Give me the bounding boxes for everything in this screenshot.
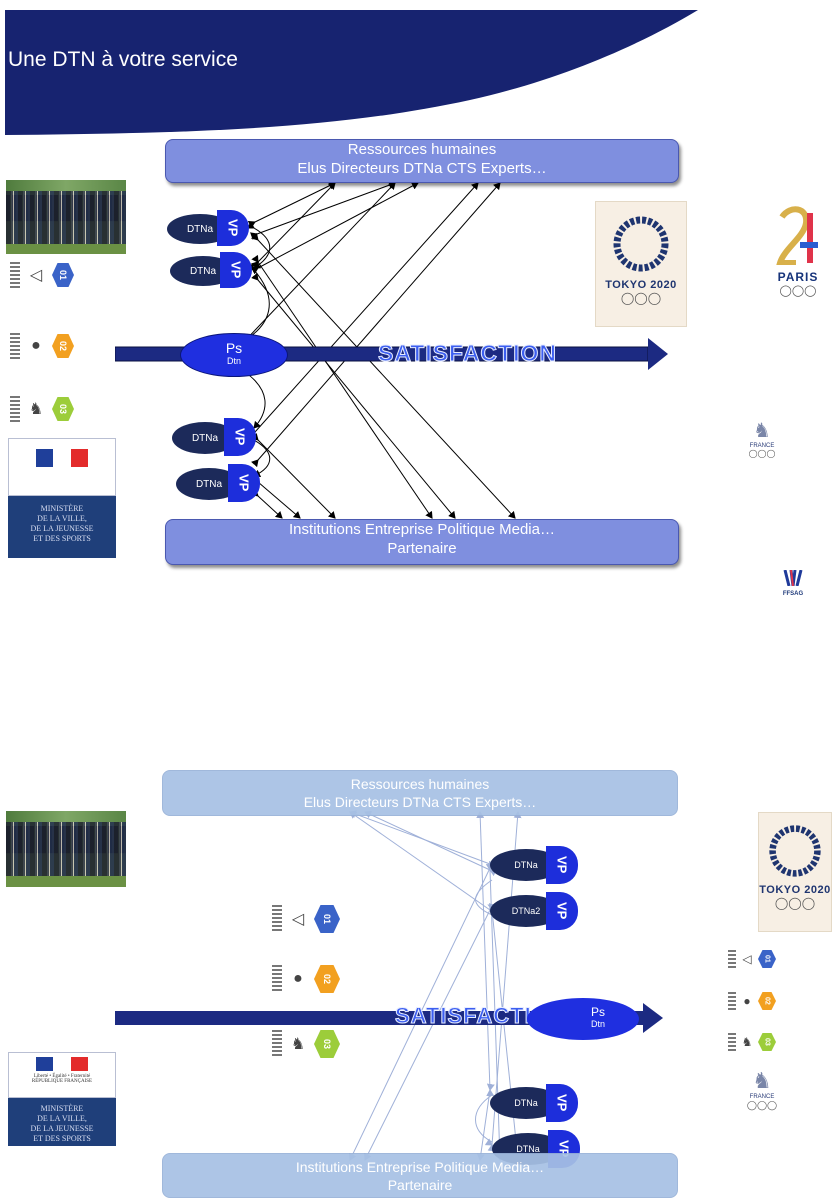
partners-box: Institutions Entreprise Politique Media…… [165, 519, 679, 565]
ministry-line-4-2: ET DES SPORTS [33, 1134, 91, 1143]
partners-box-2: Institutions Entreprise Politique Media…… [162, 1153, 678, 1198]
tokyo-emblem-icon [613, 216, 669, 272]
step-02-badge-3: 02 [758, 992, 776, 1010]
vp-badge: VP [224, 418, 256, 456]
tokyo-2020-logo: TOKYO 2020 ◯◯◯ [595, 201, 687, 327]
dtna-node[interactable]: DTNa VP [172, 418, 262, 456]
step-03-icon: ♞ 03 [10, 396, 74, 422]
paris-2024-emblem-icon [776, 206, 818, 266]
olympic-rings-icon-2: ◯◯◯ [774, 896, 816, 910]
ministry-line-1-2: MINISTÈRE [40, 1104, 84, 1113]
human-resources-members: Elus Directeurs DTNa CTS Experts… [297, 160, 547, 177]
partners-title: Institutions Entreprise Politique Media… [289, 521, 555, 538]
dtna-node-2[interactable]: DTNa VP [490, 846, 586, 884]
vp-badge: VP [228, 464, 260, 502]
slide-title: Une DTN à votre service [8, 48, 238, 71]
france-olympic-logo: ♞ FRANCE ◯◯◯ [745, 418, 779, 458]
ministry-logo: MINISTÈRE DE LA VILLE, DE LA JEUNESSE ET… [8, 438, 116, 558]
tokyo-2020-logo-2: TOKYO 2020 ◯◯◯ [758, 812, 832, 932]
dtna-node[interactable]: DTNa VP [176, 464, 266, 502]
dtna-node[interactable]: DTNa VP [167, 210, 257, 246]
step-03-badge: 03 [52, 397, 74, 421]
human-resources-title-2: Ressources humaines [350, 776, 490, 792]
ffsa-emblem-icon [783, 569, 803, 587]
dtna-node[interactable]: DTNa VP [170, 252, 260, 288]
vp-badge-2: VP [546, 1084, 578, 1122]
step-01-icon-2: ◁ 01 [272, 905, 340, 933]
step-02-icon-2: ● 02 [272, 965, 340, 993]
step-02-badge: 02 [52, 334, 74, 358]
satisfaction-label-2: SATISFACTI [395, 1003, 532, 1029]
rooster-icon: ♞ [753, 420, 771, 442]
step-01-icon: ◁ 01 [10, 262, 74, 288]
paris-label: PARIS [777, 270, 819, 284]
human-resources-box-2: Ressources humaines Elus Directeurs DTNa… [162, 770, 678, 816]
step-02-badge-2: 02 [314, 965, 340, 993]
connector-lines [232, 181, 516, 519]
step-03-icon-3: ♞ 03 [728, 1033, 776, 1051]
ministry-motto-2: Liberté • Égalité • Fraternité [33, 1074, 91, 1079]
olympic-rings-icon-2: ◯◯◯ [746, 1100, 778, 1110]
partners-subtitle: Partenaire [387, 540, 457, 557]
partners-title-2: Institutions Entreprise Politique Media… [295, 1159, 545, 1175]
olympic-rings-icon: ◯◯◯ [779, 285, 817, 297]
president-node-2[interactable]: Ps Dtn [527, 998, 639, 1040]
president-sublabel-2: Dtn [590, 1019, 605, 1029]
ministry-logo-2: Liberté • Égalité • Fraternité RÉPUBLIQU… [8, 1052, 116, 1146]
ffsa-logo: FFSAG [778, 569, 808, 597]
tokyo-label-2: TOKYO 2020 [759, 884, 831, 896]
step-01-icon-3: ◁ 01 [728, 950, 776, 968]
team-photo [6, 180, 126, 254]
olympic-rings-icon: ◯◯◯ [620, 291, 662, 305]
olympic-rings-icon: ◯◯◯ [748, 449, 776, 458]
ffsa-label: FFSAG [782, 591, 804, 597]
tokyo-emblem-icon-2 [769, 825, 821, 877]
dtna-node-2[interactable]: DTNa2 VP [490, 892, 586, 930]
satisfaction-label: SATISFACTION [378, 340, 557, 367]
ministry-line-3-2: DE LA JEUNESSE [30, 1124, 94, 1133]
ministry-line-2: DE LA VILLE, [37, 514, 87, 523]
paris-2024-logo: PARIS ◯◯◯ [768, 205, 828, 323]
vp-badge: VP [217, 210, 249, 246]
satisfaction-arrow-2 [115, 1003, 663, 1033]
president-label-2: Ps [590, 1005, 605, 1019]
tokyo-label: TOKYO 2020 [605, 279, 677, 291]
rooster-icon-2: ♞ [752, 1068, 772, 1093]
step-01-badge: 01 [52, 263, 74, 287]
president-sublabel: Dtn [226, 356, 241, 366]
step-03-badge-3: 03 [758, 1033, 776, 1051]
france-olympic-logo-2: ♞ FRANCE ◯◯◯ [742, 1068, 782, 1111]
ministry-republic-2: RÉPUBLIQUE FRANÇAISE [31, 1079, 93, 1084]
connector-lines-2 [348, 810, 522, 1161]
step-01-badge-2: 01 [314, 905, 340, 933]
human-resources-members-2: Elus Directeurs DTNa CTS Experts… [303, 794, 537, 810]
team-photo-2 [6, 811, 126, 887]
vp-badge-2: VP [546, 892, 578, 930]
ministry-line-3: DE LA JEUNESSE [30, 524, 94, 533]
human-resources-title: Ressources humaines [347, 141, 497, 158]
france-label: FRANCE [749, 443, 775, 449]
step-02-icon: ● 02 [10, 333, 74, 359]
president-label: Ps [225, 340, 243, 356]
step-02-icon-3: ● 02 [728, 992, 776, 1010]
step-01-badge-3: 01 [758, 950, 776, 968]
president-node[interactable]: Ps Dtn [180, 333, 288, 377]
ministry-line-4: ET DES SPORTS [33, 534, 91, 543]
vp-badge: VP [220, 252, 252, 288]
title-banner [5, 10, 698, 135]
france-label-2: FRANCE [749, 1094, 775, 1100]
human-resources-box: Ressources humaines Elus Directeurs DTNa… [165, 139, 679, 183]
partners-subtitle-2: Partenaire [387, 1177, 453, 1193]
step-03-icon-2: ♞ 03 [272, 1030, 340, 1058]
ministry-line-1: MINISTÈRE [40, 504, 84, 513]
vp-badge-2: VP [546, 846, 578, 884]
step-03-badge-2: 03 [314, 1030, 340, 1058]
dtna-node-2[interactable]: DTNa VP [490, 1084, 586, 1122]
ministry-line-2-2: DE LA VILLE, [37, 1114, 87, 1123]
